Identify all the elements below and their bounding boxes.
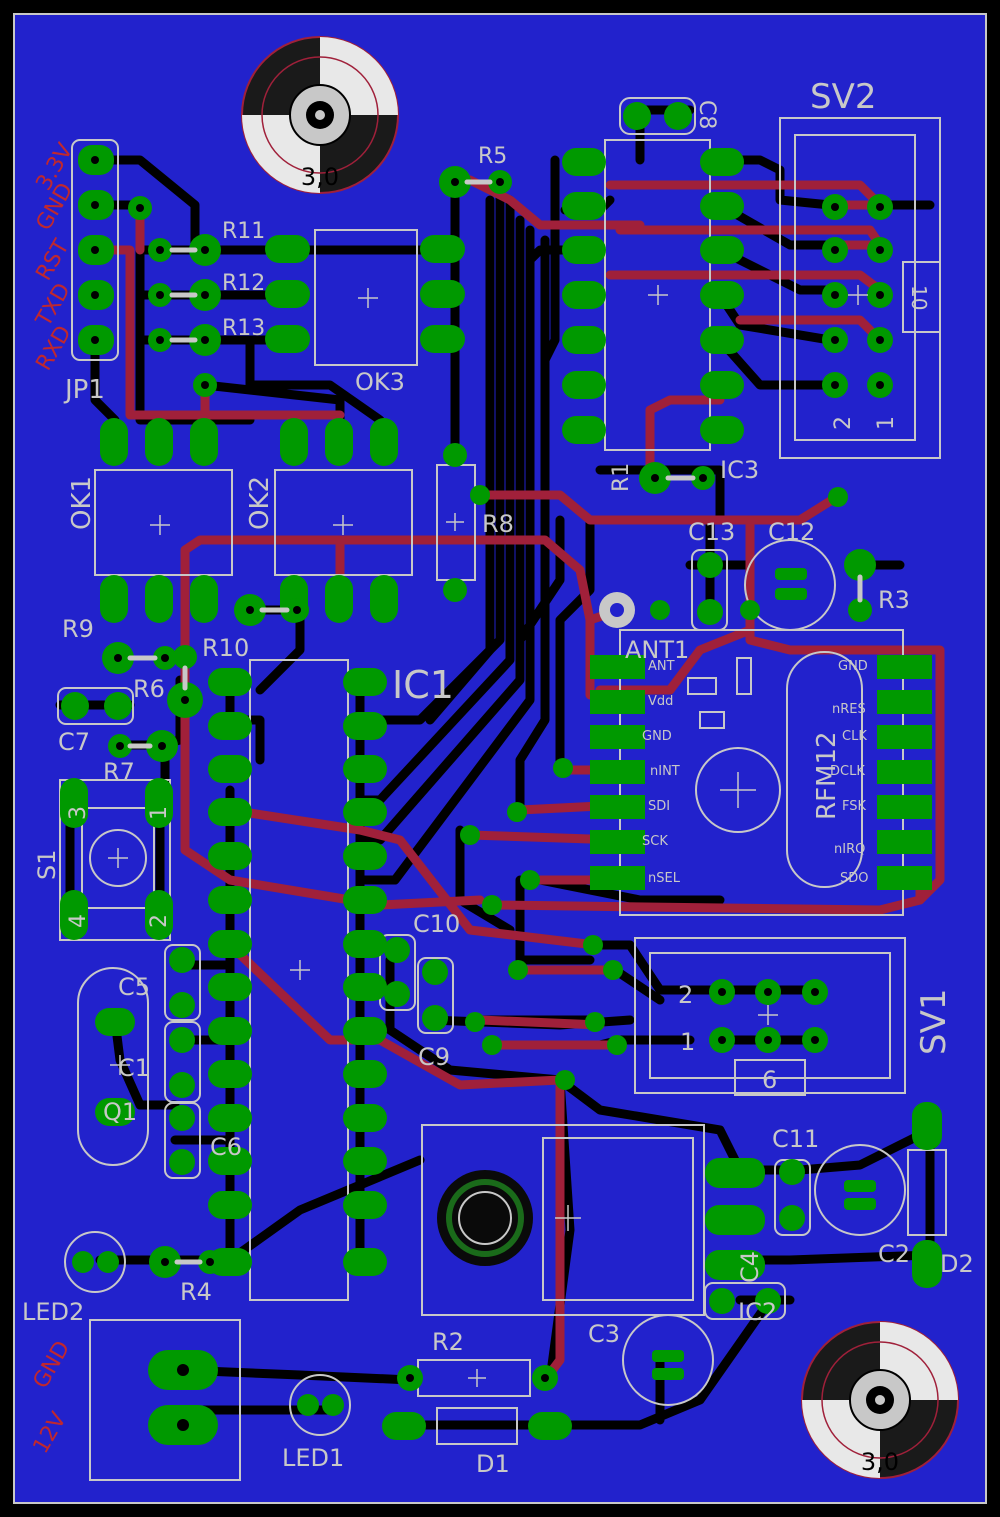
r8-label: R8 <box>482 510 514 538</box>
ic2-heatsink-hole <box>437 1170 533 1266</box>
sv1-pin6-label: 6 <box>762 1066 777 1094</box>
ic1-label: IC1 <box>392 663 454 707</box>
r2-label: R2 <box>432 1328 464 1356</box>
r12-label: R12 <box>222 271 265 296</box>
rfm-pin-sdi: SDI <box>648 799 670 814</box>
rfm-pin-nirq: nIRQ <box>834 842 865 857</box>
sv1-label: SV1 <box>914 989 954 1055</box>
rfm-pin-nint: nINT <box>650 764 680 779</box>
c13-label: C13 <box>688 518 735 546</box>
rfm-pin-nsel: nSEL <box>648 871 681 886</box>
rfm12-label: RFM12 <box>812 731 842 820</box>
c7-label: C7 <box>58 728 90 756</box>
ant1-label: ANT1 <box>625 636 689 664</box>
d1-label: D1 <box>476 1450 510 1478</box>
rfm-pin-nres: nRES <box>832 702 866 717</box>
r11-label: R11 <box>222 219 265 244</box>
r1-label: R1 <box>609 463 634 492</box>
resistor-bodies <box>127 179 863 1265</box>
s1-pin-4: 4 <box>66 914 91 928</box>
r13-label: R13 <box>222 316 265 341</box>
ok3-label: OK3 <box>355 368 405 396</box>
s1-label: S1 <box>33 849 61 880</box>
sv2-pin1-label: 1 <box>874 416 899 430</box>
s1-pin-2: 2 <box>147 914 172 928</box>
r10-label: R10 <box>202 634 249 662</box>
r6-label: R6 <box>133 675 165 703</box>
jp1-label: JP1 <box>63 375 105 405</box>
sv1-pin2-label: 2 <box>678 981 693 1009</box>
led2-label: LED2 <box>22 1298 84 1326</box>
c9-label: C9 <box>418 1043 450 1071</box>
r4-label: R4 <box>180 1278 212 1306</box>
sv2-label: SV2 <box>810 77 876 117</box>
c6-label: C6 <box>210 1133 242 1161</box>
c4-label: C4 <box>736 1251 764 1283</box>
s1-pin-3: 3 <box>66 806 91 820</box>
c1-label: C1 <box>118 1054 150 1082</box>
rfm-pin-sck: SCK <box>642 834 668 849</box>
rfm-pin-vdd: Vdd <box>648 694 673 709</box>
c2-label: C2 <box>878 1240 910 1268</box>
rfm-pin-gnd-right: GND <box>838 659 868 674</box>
rfm-pin-fsk: FSK <box>842 799 867 814</box>
hole-top-label: 3,0 <box>301 163 339 191</box>
mounting-hole-bottom: 3,0 <box>801 1321 959 1479</box>
c5-label: C5 <box>118 973 150 1001</box>
r9-label: R9 <box>62 615 94 643</box>
r7-label: R7 <box>103 758 135 786</box>
ic2-label: IC2 <box>738 1298 777 1326</box>
ok2-label: OK2 <box>245 476 275 530</box>
hole-bottom-label: 3,0 <box>861 1448 899 1476</box>
mounting-hole-top: 3,0 <box>241 36 399 194</box>
rfm-pin-clk: CLK <box>842 729 867 744</box>
ic3-label: IC3 <box>720 456 759 484</box>
center-marks <box>108 285 868 1387</box>
c10-label: C10 <box>413 910 460 938</box>
drill-holes <box>91 156 884 1431</box>
c11-label: C11 <box>772 1125 819 1153</box>
r3-label: R3 <box>878 586 910 614</box>
led1-label: LED1 <box>282 1444 344 1472</box>
sv1-pin1-label: 1 <box>680 1028 695 1056</box>
c8-label: C8 <box>694 100 719 129</box>
q1-label: Q1 <box>103 1098 137 1126</box>
r5-label: R5 <box>478 144 507 169</box>
rfm-pin-ant: ANT <box>648 659 675 674</box>
rfm-pin-sdo: SDO <box>840 871 869 886</box>
rfm-pin-dclk: DCLK <box>830 764 865 779</box>
c3-label: C3 <box>588 1320 620 1348</box>
c12-label: C12 <box>768 518 815 546</box>
sv2-pin2-label: 2 <box>831 416 856 430</box>
ok1-label: OK1 <box>67 476 97 530</box>
s1-pin-1: 1 <box>147 806 172 820</box>
d2-label: D2 <box>940 1250 974 1278</box>
sv2-pin10-label: 10 <box>907 285 931 310</box>
rfm-pin-gnd-left: GND <box>642 729 672 744</box>
